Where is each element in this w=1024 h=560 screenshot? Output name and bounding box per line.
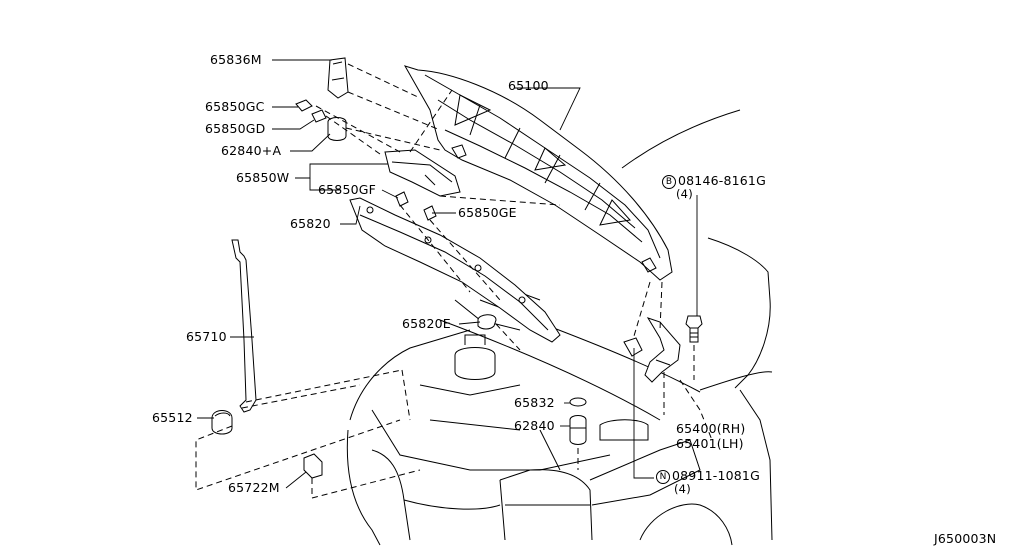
hood-seal (349, 197, 561, 343)
hood-bumper (477, 314, 497, 330)
label-65832: 65832 (514, 395, 555, 410)
insulator-clips (295, 99, 437, 221)
hood-support-rod (231, 239, 257, 413)
label-62840: 62840 (514, 418, 555, 433)
label-65100: 65100 (508, 78, 549, 93)
label-65850w: 65850W (236, 170, 290, 185)
label-65722m: 65722M (228, 480, 280, 495)
label-bolt-qty: (4) (676, 187, 693, 201)
label-62840-a: 62840+A (221, 143, 282, 158)
hood-stopper-bracket (327, 57, 349, 99)
label-65820e: 65820E (402, 316, 451, 331)
assembly-dash-lines (195, 63, 713, 499)
label-leader-lines (197, 59, 698, 489)
label-bolt-part: 08146-8161G (678, 173, 766, 188)
nut-symbol-icon: N (656, 470, 670, 484)
label-65400-rh: 65400(RH) (676, 421, 746, 436)
label-nut-part: 08911-1081G (672, 468, 760, 483)
rod-grommet (211, 410, 233, 435)
hood-hinge (623, 317, 681, 383)
label-65512: 65512 (152, 410, 193, 425)
label-65401-lh: 65401(LH) (676, 436, 744, 451)
label-nut-qty: (4) (674, 482, 691, 496)
hood-lock-parts (569, 397, 587, 445)
hinge-bolt (685, 315, 703, 343)
rod-holder-clip (303, 453, 323, 479)
bolt-symbol-icon: B (662, 175, 676, 189)
label-65820: 65820 (290, 216, 331, 231)
diagram-id: J650003N (934, 531, 997, 546)
vehicle-body (346, 109, 773, 546)
label-65850ge: 65850GE (458, 205, 517, 220)
hood-insulator (384, 149, 461, 197)
label-65850gf: 65850GF (318, 182, 377, 197)
label-65710: 65710 (186, 329, 227, 344)
hood-panel (403, 65, 673, 281)
label-65850gd: 65850GD (205, 121, 266, 136)
label-65836m: 65836M (210, 52, 262, 67)
label-65850gc: 65850GC (205, 99, 265, 114)
